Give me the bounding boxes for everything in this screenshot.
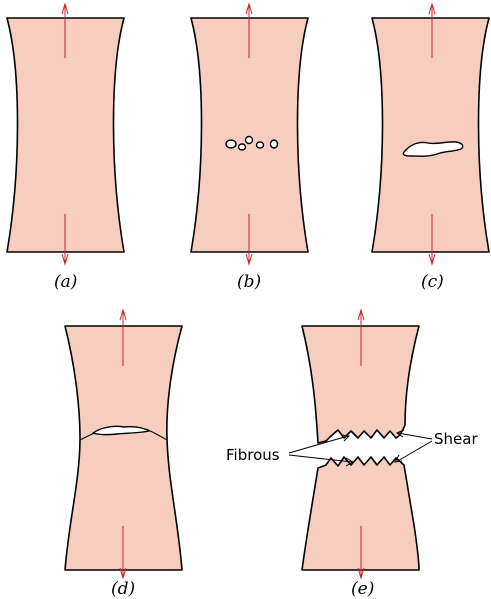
panel-d: (d)	[65, 310, 182, 599]
panel-b: (b)	[191, 4, 308, 292]
panel-label-a: (a)	[54, 272, 77, 292]
specimen-c	[372, 18, 489, 252]
microvoid-5	[271, 140, 278, 148]
panel-label-b: (b)	[237, 272, 261, 292]
panel-label-d: (d)	[111, 579, 135, 599]
fibrous-callout: Fibrous	[226, 446, 280, 464]
shear-leader-upper	[398, 433, 432, 439]
shear-leader-lower	[396, 441, 432, 462]
panel-label-e: (e)	[351, 579, 374, 599]
panel-e: Fibrous Shear (e)	[226, 310, 478, 599]
microvoid-4	[257, 142, 264, 148]
microvoid-1	[226, 140, 236, 148]
shear-callout: Shear	[434, 430, 478, 448]
microvoid-3	[246, 137, 253, 144]
panel-a: (a)	[7, 4, 124, 292]
panel-label-c: (c)	[421, 272, 444, 292]
microvoid-2	[239, 144, 246, 150]
panel-c: (c)	[372, 4, 489, 292]
shear-leaders	[395, 430, 432, 462]
